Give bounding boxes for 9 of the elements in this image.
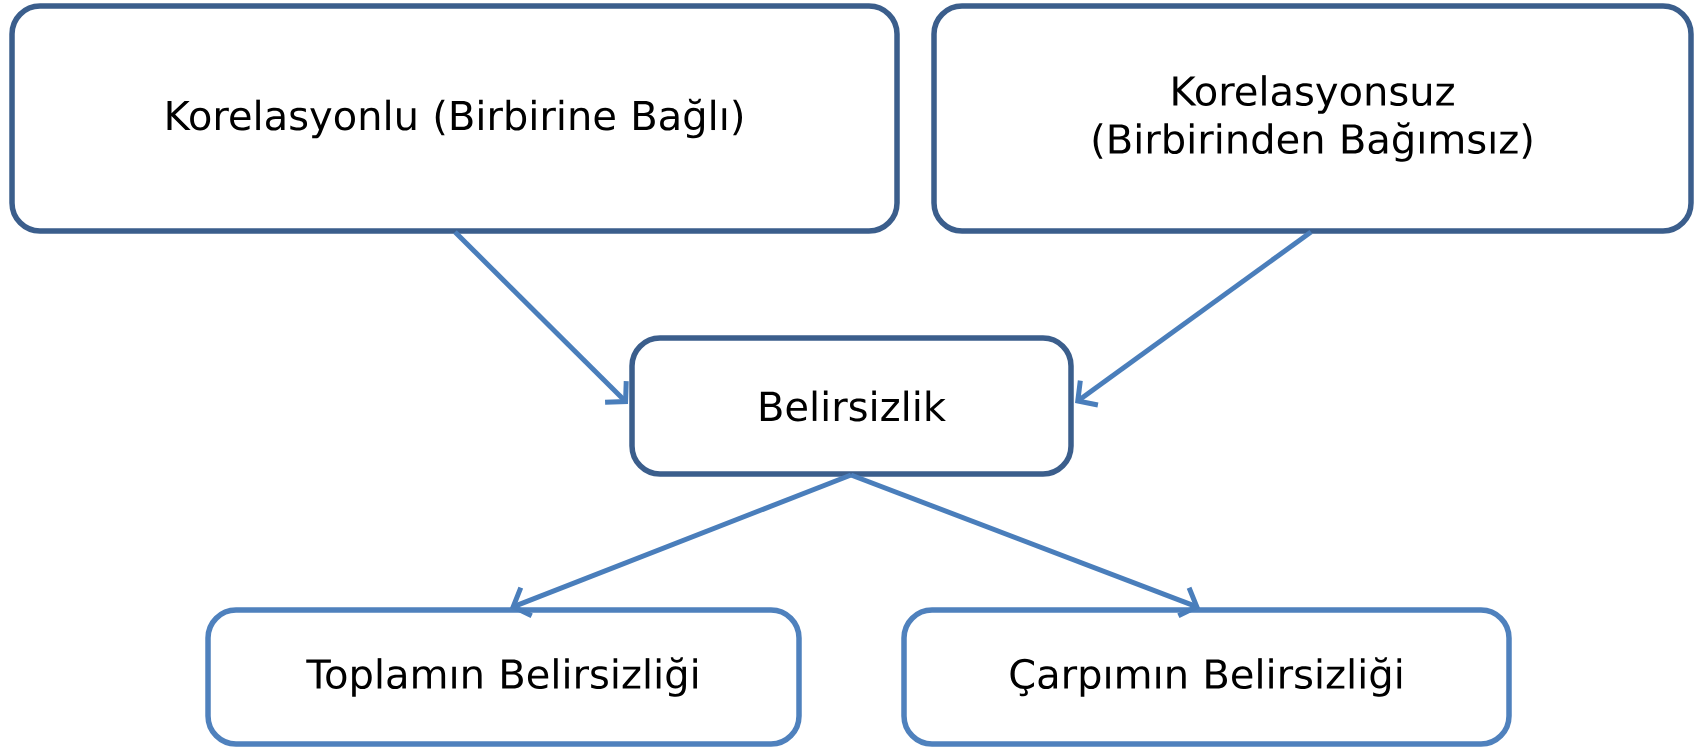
process-box: Toplamın Belirsizliği xyxy=(205,607,802,747)
process-box: Korelasyonlu (Birbirine Bağlı) xyxy=(9,3,900,234)
arrow xyxy=(510,472,852,618)
process-box: Korelasyonsuz (Birbirinden Bağımsız) xyxy=(931,3,1694,234)
arrow xyxy=(1075,229,1313,408)
process-box: Çarpımın Belirsizliği xyxy=(901,607,1512,747)
arrow xyxy=(453,230,629,405)
arrow xyxy=(850,472,1200,619)
process-box: Belirsizlik xyxy=(629,335,1074,477)
